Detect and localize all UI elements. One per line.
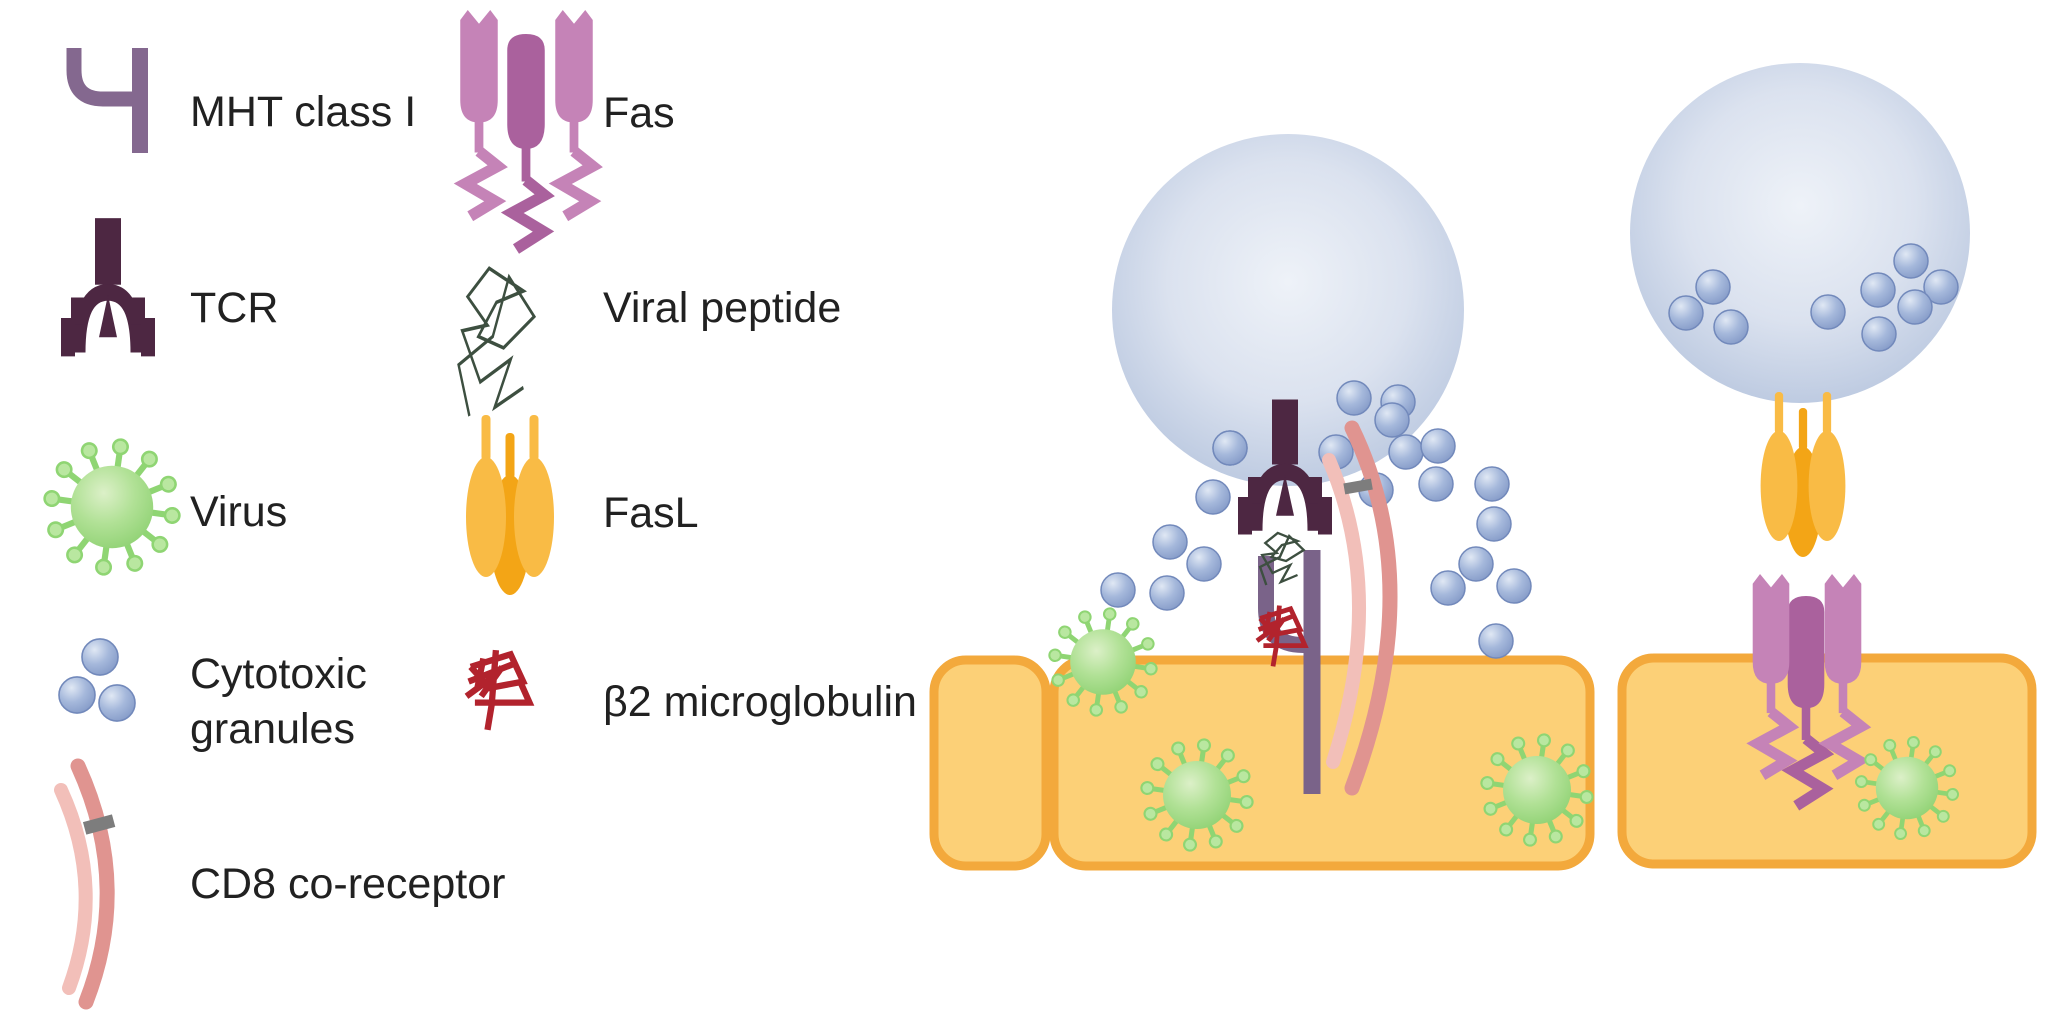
legend-item-fasl: FasL: [466, 415, 699, 595]
legend-label-virus: Virus: [190, 488, 287, 536]
viral-peptide-icon: [457, 267, 535, 417]
b2-microglobulin-icon: [467, 650, 530, 730]
legend-item-cd8: CD8 co-receptor: [54, 758, 505, 1010]
legend-item-viral-peptide: Viral peptide: [457, 267, 841, 417]
linker-tick-icon: [82, 814, 116, 835]
legend-label-b2-microglobulin: β2 microglobulin: [603, 678, 917, 726]
legend-label-viral-peptide: Viral peptide: [603, 284, 841, 332]
legend-label-fasl: FasL: [603, 489, 699, 537]
legend-item-fas: Fas: [460, 10, 675, 249]
fas-fasl-scene: [1617, 63, 2037, 869]
mhc-class-i-icon: [66, 48, 148, 153]
legend-label-cytotoxic: Cytotoxic: [190, 650, 367, 698]
fas-icon: [460, 10, 593, 249]
legend-label-cd8: CD8 co-receptor: [190, 860, 505, 908]
legend-item-virus: Virus: [44, 439, 287, 576]
legend-item-cytotoxic-granules: Cytotoxic granules: [58, 638, 367, 753]
tcr-icon: [61, 218, 155, 356]
cd8-co-receptor: [1322, 420, 1398, 796]
cytotoxic-t-cell: [1112, 134, 1464, 486]
linker-tick-icon: [1343, 478, 1373, 495]
legend-item-b2-microglobulin: β2 microglobulin: [467, 650, 917, 730]
fasl: [1760, 392, 1846, 558]
legend-label-tcr: TCR: [190, 284, 278, 332]
fasl-icon: [466, 415, 554, 595]
released-granules-left-trail: [1100, 430, 1248, 611]
infected-target-cell: [1617, 653, 2037, 869]
legend-item-tcr: TCR: [61, 218, 278, 356]
legend-item-mhc-class-i: MHT class I: [66, 48, 416, 153]
neighbor-cell: [929, 655, 1051, 871]
granule-exocytosis-scene: [929, 134, 1593, 871]
legend-label-mhc-class-i: MHT class I: [190, 88, 416, 136]
cytotoxic-granules-icon: [58, 638, 136, 722]
legend: MHT class I TCR Virus Cytotoxic granules: [44, 10, 917, 1010]
cytotoxic-t-cell: [1630, 63, 1970, 403]
virus-icon: [44, 439, 181, 576]
cd8-co-receptor-icon: [54, 758, 116, 1010]
legend-label-fas: Fas: [603, 89, 675, 137]
legend-label-granules: granules: [190, 705, 355, 753]
